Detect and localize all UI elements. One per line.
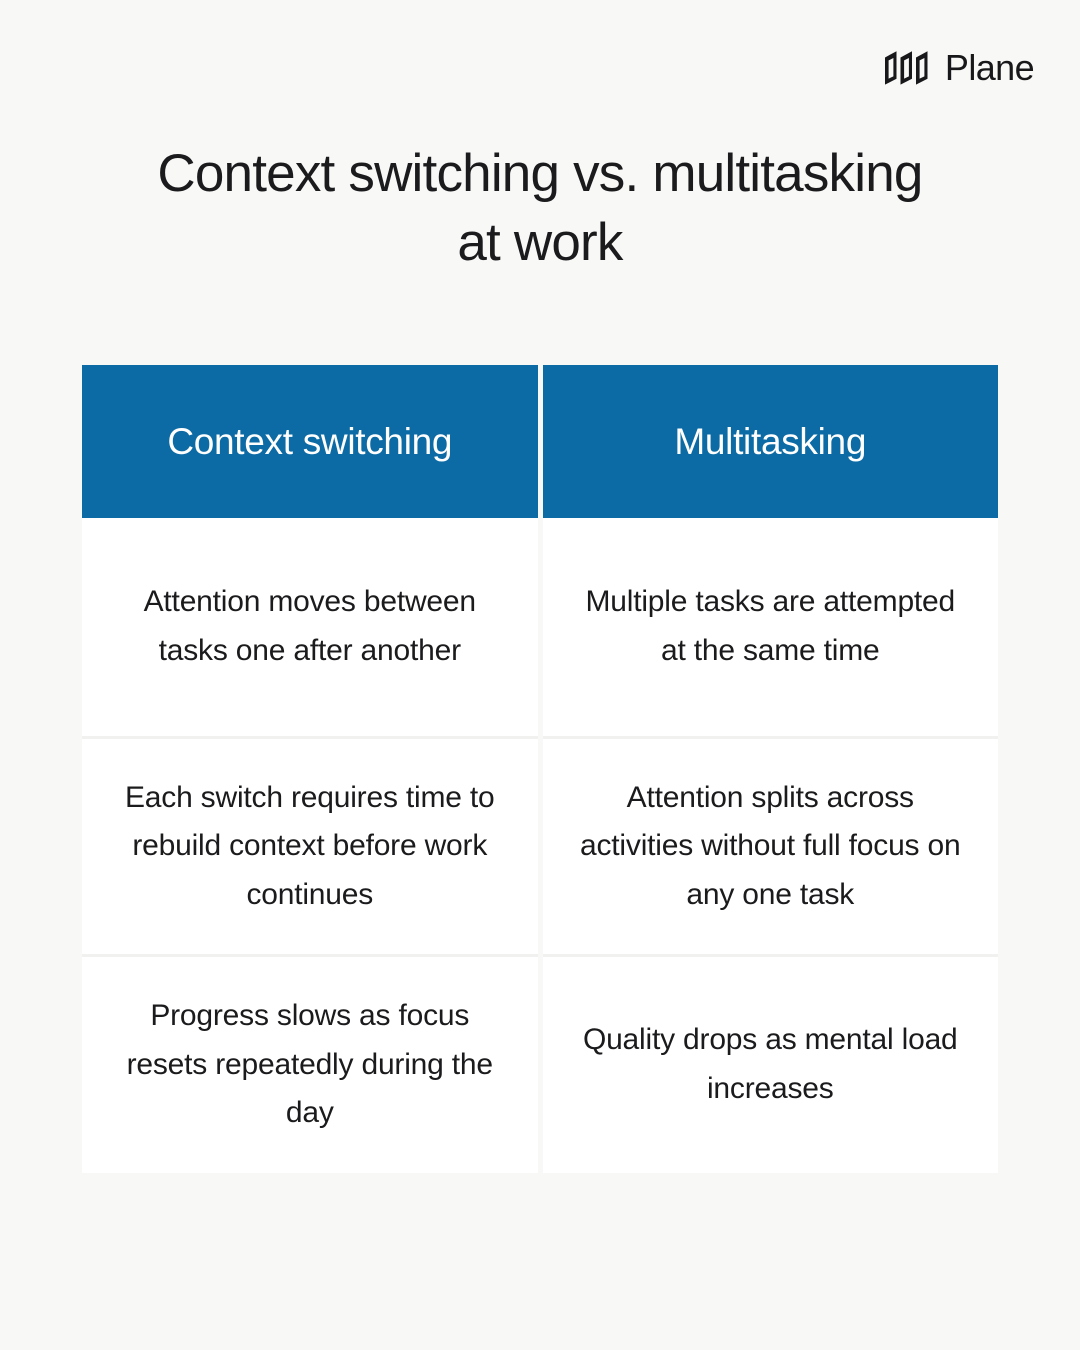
table-column-multitasking: Multitasking Multiple tasks are attempte… [542, 365, 998, 1173]
plane-logo-icon [883, 50, 933, 86]
brand-lockup: Plane [883, 47, 1035, 88]
table-header-multitasking: Multitasking [542, 365, 998, 518]
table-cell: Each switch requires time to rebuild con… [82, 736, 538, 954]
comparison-table: Context switching Attention moves betwee… [82, 365, 998, 1173]
column-divider [537, 365, 543, 1173]
table-cell: Quality drops as mental load increases [542, 954, 998, 1173]
brand-name: Plane [944, 47, 1035, 88]
table-cell: Attention splits across activities witho… [542, 736, 998, 954]
table-cell: Multiple tasks are attempted at the same… [542, 518, 998, 736]
table-cell: Attention moves between tasks one after … [82, 518, 538, 736]
page-title: Context switching vs. multitasking at wo… [157, 144, 923, 272]
table-cell: Progress slows as focus resets repeatedl… [82, 954, 538, 1173]
table-column-context-switching: Context switching Attention moves betwee… [82, 365, 538, 1173]
table-header-context-switching: Context switching [82, 365, 538, 518]
